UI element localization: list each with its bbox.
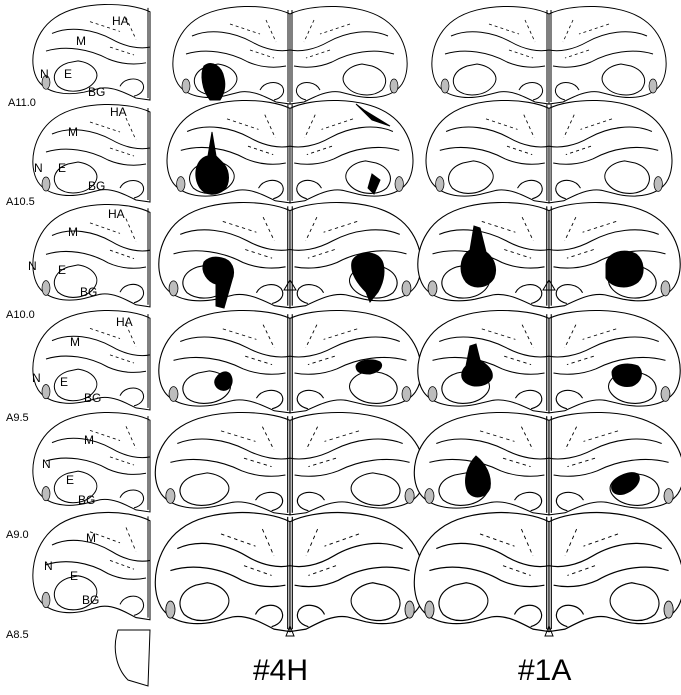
label-bg-4: BG	[84, 391, 101, 405]
case-4h-section-3	[159, 202, 421, 307]
label-n-3: N	[28, 259, 37, 273]
label-m-2: M	[68, 125, 78, 139]
label-n-4: N	[32, 371, 41, 385]
level-label-2: A10.5	[6, 196, 35, 208]
case-1a-section-1	[432, 6, 666, 104]
label-e-4: E	[60, 375, 68, 389]
label-e-2: E	[58, 161, 66, 175]
level-label-1: A11.0	[8, 97, 36, 109]
label-e-1: E	[64, 67, 72, 81]
label-bg-3: BG	[80, 285, 97, 299]
label-ha-1: HA	[112, 14, 129, 28]
case-label-1a: #1A	[518, 654, 571, 687]
label-m-6: M	[86, 531, 96, 545]
reference-column: HA M N E BG HA M N E BG HA M N E BG HA M…	[6, 4, 150, 686]
label-e-5: E	[66, 473, 74, 487]
label-ha-3: HA	[108, 207, 125, 221]
case-label-4h: #4H	[253, 654, 308, 687]
level-label-5: A9.0	[6, 529, 29, 541]
label-bg-6: BG	[82, 593, 99, 607]
label-m-1: M	[76, 34, 86, 48]
label-m-3: M	[68, 225, 78, 239]
label-e-3: E	[58, 263, 66, 277]
label-n-2: N	[34, 161, 43, 175]
brainstem-outline	[115, 630, 150, 686]
case-4h-section-4	[159, 310, 421, 412]
case-1a-section-4	[418, 310, 680, 412]
label-n-5: N	[42, 457, 51, 471]
label-m-4: M	[70, 335, 80, 349]
label-m-5: M	[84, 433, 94, 447]
lesion-1a-a95-right	[612, 364, 641, 386]
case-1a-column: #1A	[414, 6, 681, 687]
label-ha-2: HA	[110, 105, 127, 119]
case-4h-section-6	[155, 513, 424, 632]
case-1a-section-6	[414, 513, 681, 632]
case-1a-section-2	[426, 100, 672, 202]
case-1a-section-3	[418, 202, 680, 307]
lesion-1a-a10-right	[606, 251, 643, 287]
label-e-6: E	[70, 569, 78, 583]
level-label-4: A9.5	[6, 412, 29, 424]
label-ha-4: HA	[116, 315, 133, 329]
case-4h-section-5	[155, 412, 424, 514]
label-bg-1: BG	[88, 85, 105, 99]
label-n-1: N	[40, 67, 49, 81]
case-4h-column: #4H	[155, 6, 424, 687]
level-label-3: A10.0	[6, 309, 35, 321]
label-bg-2: BG	[88, 179, 105, 193]
level-label-6: A8.5	[6, 629, 29, 641]
label-n-6: N	[44, 559, 53, 573]
label-bg-5: BG	[78, 493, 95, 507]
case-1a-section-5	[414, 412, 681, 514]
